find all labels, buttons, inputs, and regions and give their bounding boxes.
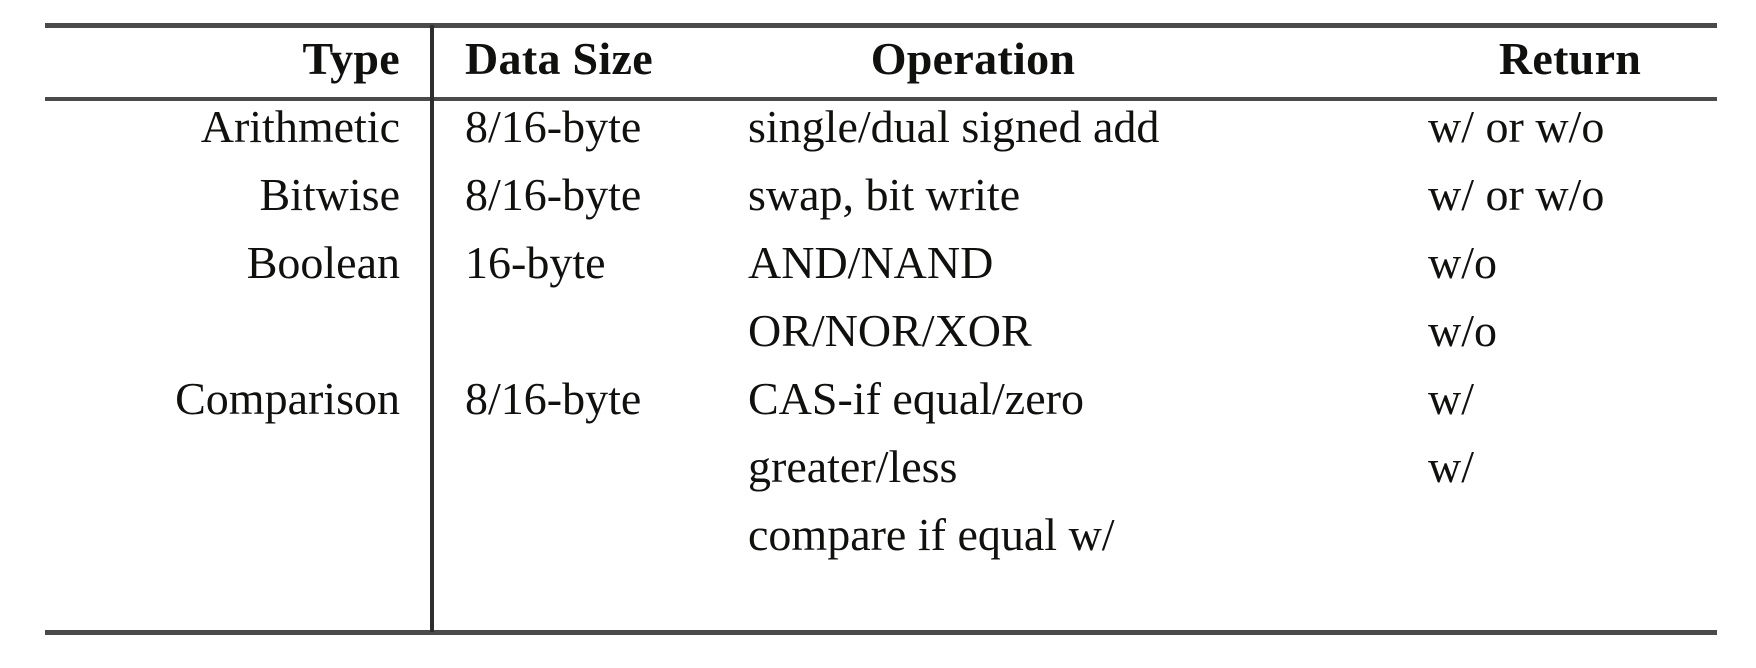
table-row: w/ or w/o [1428, 169, 1605, 220]
table-row: 8/16-byte [465, 101, 642, 152]
table-row: Comparison [175, 373, 400, 424]
table-row: 8/16-byte [465, 373, 642, 424]
table-row: single/dual signed add [748, 101, 1160, 152]
table-row: w/ [1428, 441, 1474, 492]
table-row: w/ or w/o [1428, 101, 1605, 152]
table-row: AND/NAND [748, 237, 994, 288]
table-top-rule [45, 23, 1717, 28]
table-row: 8/16-byte [465, 169, 642, 220]
table-row: greater/less [748, 441, 958, 492]
table-row: Bitwise [259, 169, 400, 220]
table-row: w/ [1428, 373, 1474, 424]
column-header-data-size: Data Size [465, 33, 653, 84]
table-row: compare if equal w/ [748, 509, 1115, 560]
table-bottom-rule [45, 630, 1717, 635]
table-row: w/o [1428, 237, 1497, 288]
table-row: Boolean [246, 237, 400, 288]
column-header-type: Type [302, 33, 400, 84]
table-header-separator [45, 97, 1717, 101]
table-row: CAS-if equal/zero [748, 373, 1084, 424]
table-row: Arithmetic [200, 101, 400, 152]
table-row: w/o [1428, 305, 1497, 356]
table-row: 16-byte [465, 237, 606, 288]
table-column-divider [430, 25, 434, 632]
column-header-operation: Operation [870, 33, 1076, 84]
column-header-return: Return [1498, 33, 1642, 84]
table-row: OR/NOR/XOR [748, 305, 1032, 356]
table-row: swap, bit write [748, 169, 1021, 220]
